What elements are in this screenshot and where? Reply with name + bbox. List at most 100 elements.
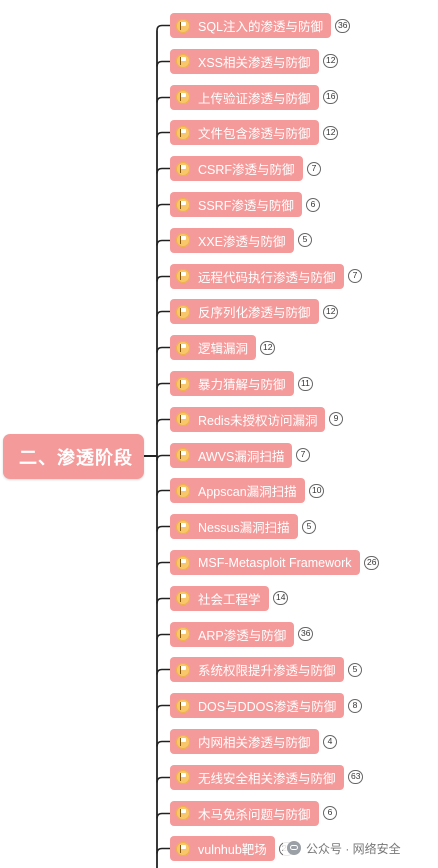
flag-icon bbox=[176, 734, 190, 749]
subtopic-label: 反序列化渗透与防御 bbox=[198, 306, 311, 321]
child-count-badge[interactable]: 9 bbox=[329, 412, 343, 427]
child-count-badge[interactable]: 36 bbox=[335, 18, 351, 33]
flag-icon bbox=[176, 412, 190, 427]
subtopic-node[interactable]: 社会工程学 14 bbox=[170, 585, 289, 611]
subtopic-node[interactable]: 远程代码执行渗透与防御 7 bbox=[170, 263, 362, 289]
flag-icon bbox=[176, 483, 190, 498]
flag-icon bbox=[176, 662, 190, 677]
branch-connector bbox=[156, 203, 170, 210]
subtopic-label: SSRF渗透与防御 bbox=[198, 199, 294, 213]
branch-connector bbox=[156, 60, 170, 67]
child-count-badge[interactable]: 12 bbox=[323, 125, 339, 140]
child-count-badge[interactable]: 7 bbox=[348, 269, 362, 284]
child-count-badge[interactable]: 5 bbox=[348, 662, 362, 677]
flag-icon bbox=[176, 555, 190, 570]
flag-icon bbox=[176, 841, 190, 856]
child-count-badge[interactable]: 63 bbox=[348, 770, 364, 785]
subtopic-node[interactable]: XXE渗透与防御 5 bbox=[170, 227, 312, 253]
subtopic-node[interactable]: SSRF渗透与防御 6 bbox=[170, 192, 320, 217]
child-count-badge[interactable]: 6 bbox=[306, 197, 320, 212]
subtopic-node[interactable]: SQL注入的渗透与防御 36 bbox=[170, 13, 351, 38]
child-count-badge[interactable]: 4 bbox=[323, 734, 337, 749]
flag-icon bbox=[176, 448, 190, 463]
branch-connector bbox=[156, 310, 170, 317]
branch-connector bbox=[156, 668, 170, 675]
flag-icon bbox=[176, 161, 190, 176]
branch-connector bbox=[156, 382, 170, 389]
subtopic-node[interactable]: 文件包含渗透与防御 12 bbox=[170, 120, 339, 146]
subtopic-node[interactable]: vulnhub靶场22 bbox=[170, 836, 295, 862]
child-count-badge[interactable]: 12 bbox=[323, 54, 339, 69]
subtopic-node[interactable]: MSF-Metasploit Framework 26 bbox=[170, 550, 380, 575]
child-count-badge[interactable]: 12 bbox=[323, 304, 339, 319]
child-count-badge[interactable]: 8 bbox=[348, 698, 362, 713]
flag-icon bbox=[176, 376, 190, 391]
root-topic[interactable]: 二、渗透阶段 bbox=[3, 434, 144, 479]
child-count-badge[interactable]: 6 bbox=[323, 806, 337, 821]
flag-icon bbox=[176, 233, 190, 248]
child-count-badge[interactable]: 7 bbox=[307, 161, 321, 176]
branch-connector bbox=[156, 131, 170, 138]
flag-icon bbox=[176, 591, 190, 606]
child-count-badge[interactable]: 7 bbox=[296, 448, 310, 463]
subtopic-node[interactable]: DOS与DDOS渗透与防御 8 bbox=[170, 693, 362, 719]
flag-icon bbox=[176, 627, 190, 642]
branch-connector bbox=[156, 454, 170, 461]
subtopic-label: Redis未授权访问漏洞 bbox=[198, 413, 318, 428]
subtopic-label: 社会工程学 bbox=[198, 592, 261, 607]
flag-icon bbox=[176, 197, 190, 212]
child-count-badge[interactable]: 5 bbox=[298, 233, 312, 248]
flag-icon bbox=[176, 269, 190, 284]
branch-connector bbox=[156, 489, 170, 496]
subtopic-node[interactable]: ARP渗透与防御 36 bbox=[170, 621, 314, 647]
branch-connector bbox=[156, 239, 170, 246]
flag-icon bbox=[176, 340, 190, 355]
branch-connector bbox=[156, 776, 170, 783]
branch-connector bbox=[156, 704, 170, 711]
subtopic-label: 远程代码执行渗透与防御 bbox=[198, 270, 336, 285]
subtopic-label: XXE渗透与防御 bbox=[198, 234, 286, 249]
subtopic-node[interactable]: Appscan漏洞扫描 10 bbox=[170, 478, 325, 504]
subtopic-label: DOS与DDOS渗透与防御 bbox=[198, 700, 337, 715]
child-count-badge[interactable]: 5 bbox=[302, 519, 316, 534]
subtopic-node[interactable]: 无线安全相关渗透与防御 63 bbox=[170, 764, 364, 790]
subtopic-node[interactable]: 内网相关渗透与防御 4 bbox=[170, 729, 337, 754]
subtopic-label: 无线安全相关渗透与防御 bbox=[198, 771, 336, 786]
subtopic-label: SQL注入的渗透与防御 bbox=[198, 20, 324, 34]
child-count-badge[interactable]: 16 bbox=[323, 90, 339, 105]
subtopic-label: ARP渗透与防御 bbox=[198, 628, 287, 643]
branch-connector bbox=[156, 167, 170, 174]
flag-icon bbox=[176, 806, 190, 821]
child-count-badge[interactable]: 26 bbox=[364, 555, 380, 570]
watermark-text: 公众号 · 网络安全 bbox=[306, 841, 401, 856]
branch-connector bbox=[156, 346, 170, 353]
child-count-badge[interactable]: 12 bbox=[260, 340, 276, 355]
subtopic-node[interactable]: 反序列化渗透与防御 12 bbox=[170, 299, 339, 325]
subtopic-node[interactable]: AWVS漏洞扫描 7 bbox=[170, 442, 310, 468]
flag-icon bbox=[176, 698, 190, 713]
branch-connector bbox=[156, 525, 170, 532]
child-count-badge[interactable]: 36 bbox=[298, 627, 314, 642]
branch-connector bbox=[156, 275, 170, 282]
subtopic-node[interactable]: Redis未授权访问漏洞 9 bbox=[170, 406, 343, 432]
flag-icon bbox=[176, 90, 190, 105]
child-count-badge[interactable]: 10 bbox=[309, 483, 325, 498]
root-topic-label: 二、渗透阶段 bbox=[19, 447, 133, 468]
subtopic-label: Appscan漏洞扫描 bbox=[198, 485, 297, 500]
subtopic-label: 内网相关渗透与防御 bbox=[198, 736, 311, 750]
subtopic-label: 文件包含渗透与防御 bbox=[198, 127, 311, 142]
child-count-badge[interactable]: 14 bbox=[273, 591, 289, 606]
child-count-badge[interactable]: 11 bbox=[298, 376, 313, 391]
subtopic-label: MSF-Metasploit Framework bbox=[198, 555, 352, 570]
branch-connector bbox=[156, 847, 170, 854]
subtopic-label: AWVS漏洞扫描 bbox=[198, 449, 285, 464]
